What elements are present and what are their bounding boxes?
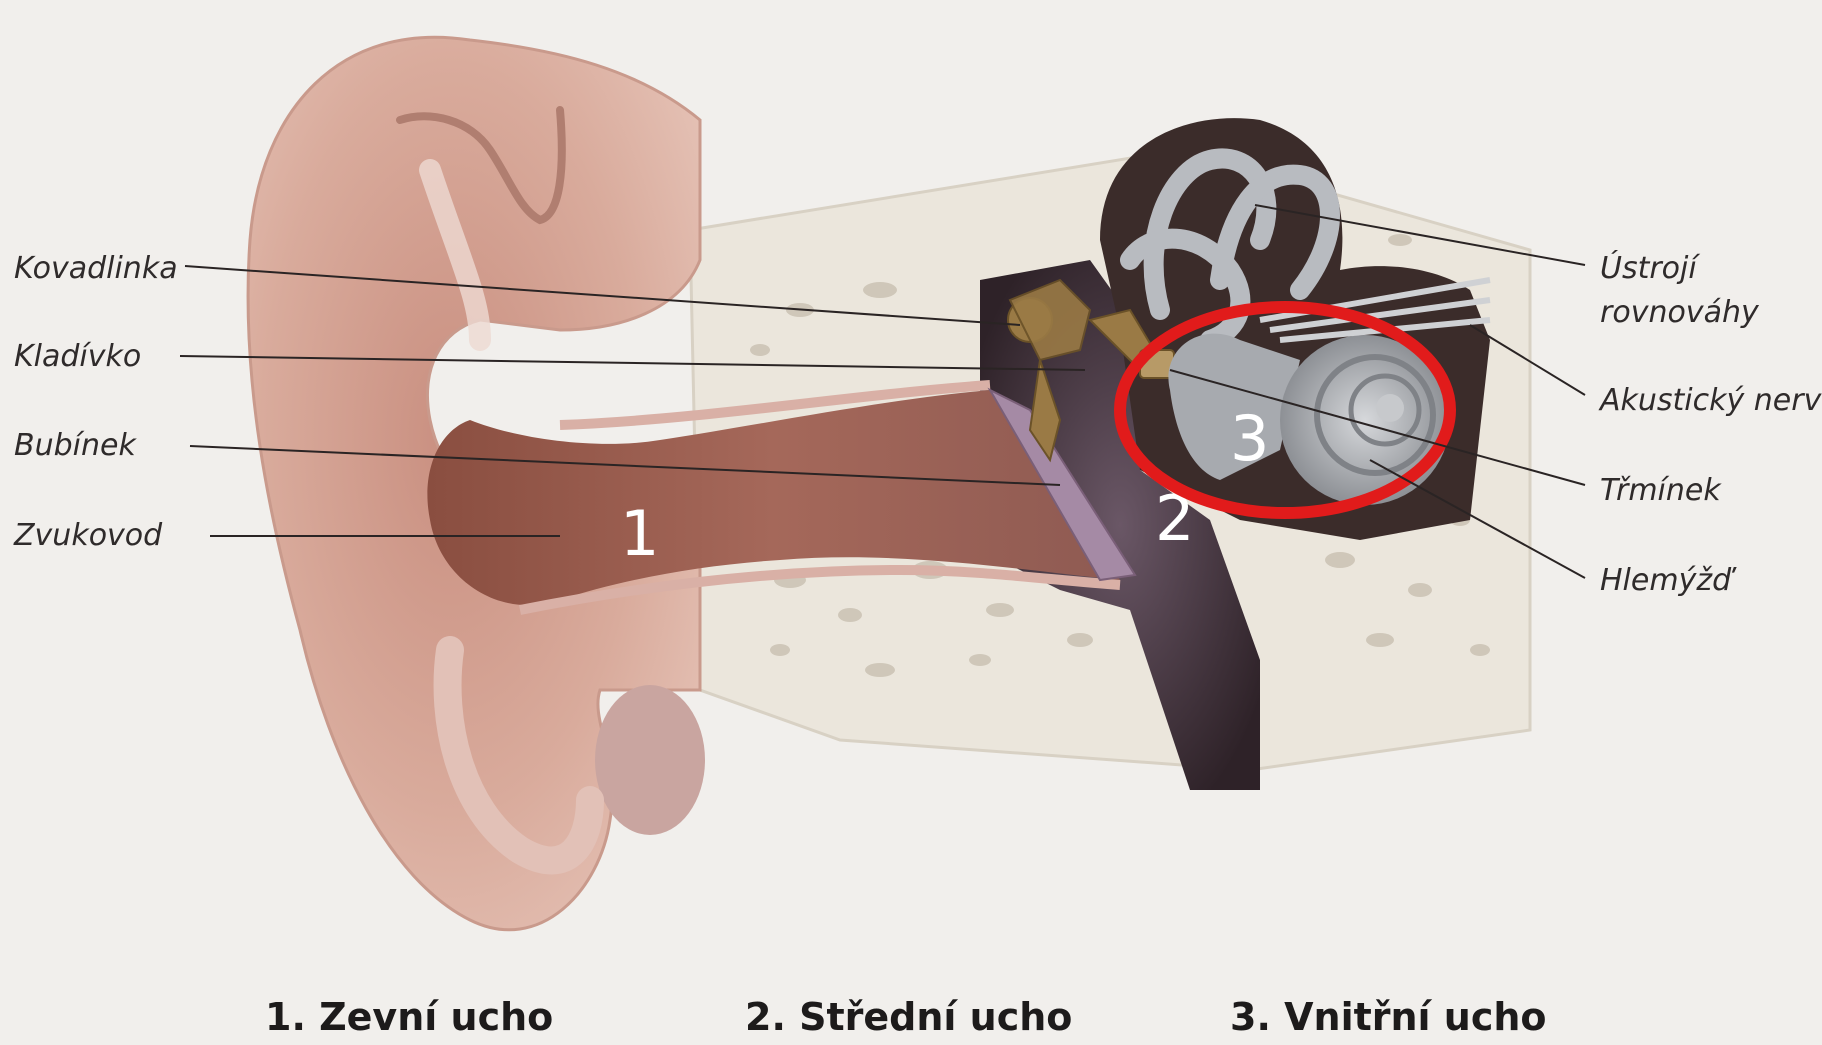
label-kovadlinka: Kovadlinka (14, 251, 178, 286)
label-kladivko: Kladívko (14, 339, 141, 374)
region-number-outer: 1 (620, 497, 659, 570)
label-trminek: Třmínek (1600, 473, 1722, 508)
label-ustroji-line2: rovnováhy (1600, 295, 1760, 330)
caption-outer-ear: 1. Zevní ucho (265, 995, 553, 1039)
label-zvukovod: Zvukovod (13, 518, 163, 553)
region-number-inner: 3 (1230, 402, 1269, 475)
caption-middle-ear: 2. Střední ucho (745, 995, 1072, 1039)
caption-inner-ear: 3. Vnitřní ucho (1230, 995, 1547, 1039)
label-bubinek: Bubínek (14, 428, 137, 463)
earlobe (595, 685, 705, 835)
label-hlemyzd: Hlemýžď (1600, 563, 1737, 598)
label-ustroji-line1: Ústrojí (1600, 249, 1700, 286)
label-akusticky-nerv: Akustický nerv (1598, 383, 1822, 418)
